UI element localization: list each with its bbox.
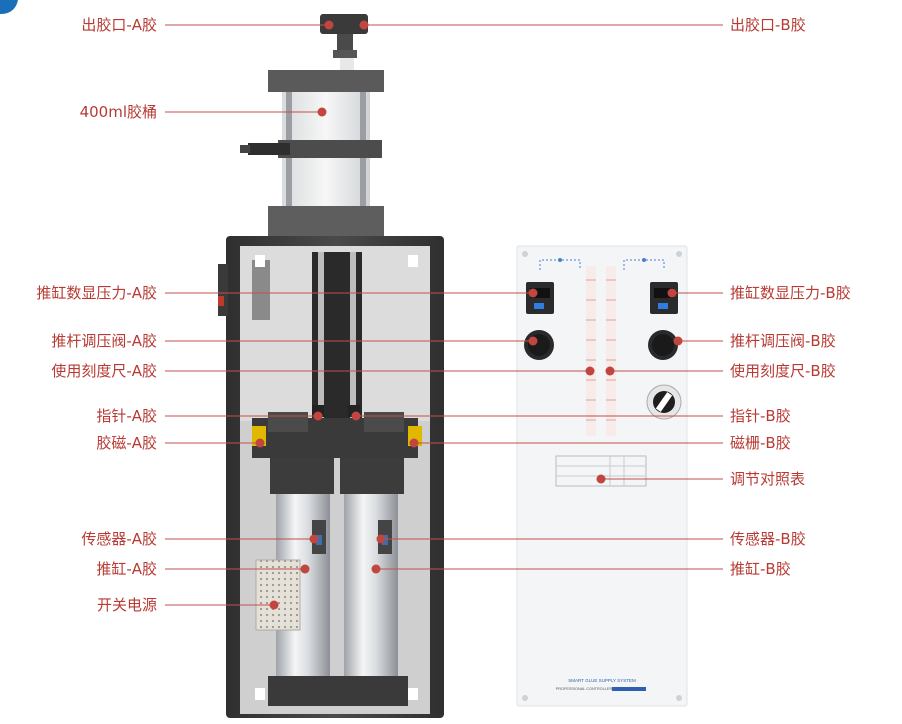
label-outlet-a: 出胶口-A胶	[81, 16, 157, 34]
label-power-supply: 开关电源	[96, 596, 157, 614]
label-scale-a: 使用刻度尺-A胶	[51, 362, 157, 380]
label-magnet-a: 胶磁-A胶	[96, 434, 157, 452]
panel-brand-line1: SMART GLUE SUPPLY SYSTEM	[568, 678, 636, 683]
label-pointer-a: 指针-A胶	[96, 407, 157, 425]
label-cylinder-a: 推缸-A胶	[96, 560, 157, 578]
label-sensor-a: 传感器-A胶	[81, 530, 157, 548]
label-pressure-display-a: 推缸数显压力-A胶	[36, 284, 157, 302]
glue-barrel	[240, 70, 384, 236]
label-regulator-valve-a: 推杆调压阀-A胶	[51, 332, 157, 350]
label-pointer-b: 指针-B胶	[730, 407, 791, 425]
panel-brand-line2: PROFESSIONAL CONTROLLER	[556, 687, 613, 691]
label-barrel-400ml: 400ml胶桶	[79, 103, 157, 121]
label-regulator-valve-b: 推杆调压阀-B胶	[730, 332, 836, 350]
leader-lines-left	[165, 20, 595, 610]
label-scale-b: 使用刻度尺-B胶	[730, 362, 836, 380]
label-outlet-b: 出胶口-B胶	[730, 16, 806, 34]
outlet-nozzle	[320, 14, 368, 70]
label-pressure-display-b: 推缸数显压力-B胶	[730, 284, 851, 302]
leader-lines-right	[351, 20, 723, 574]
power-supply	[255, 559, 301, 631]
label-magnetic-grid-b: 磁栅-B胶	[730, 434, 791, 452]
label-sensor-b: 传感器-B胶	[730, 530, 806, 548]
label-adjustment-table: 调节对照表	[730, 470, 806, 488]
label-cylinder-b: 推缸-B胶	[730, 560, 791, 578]
